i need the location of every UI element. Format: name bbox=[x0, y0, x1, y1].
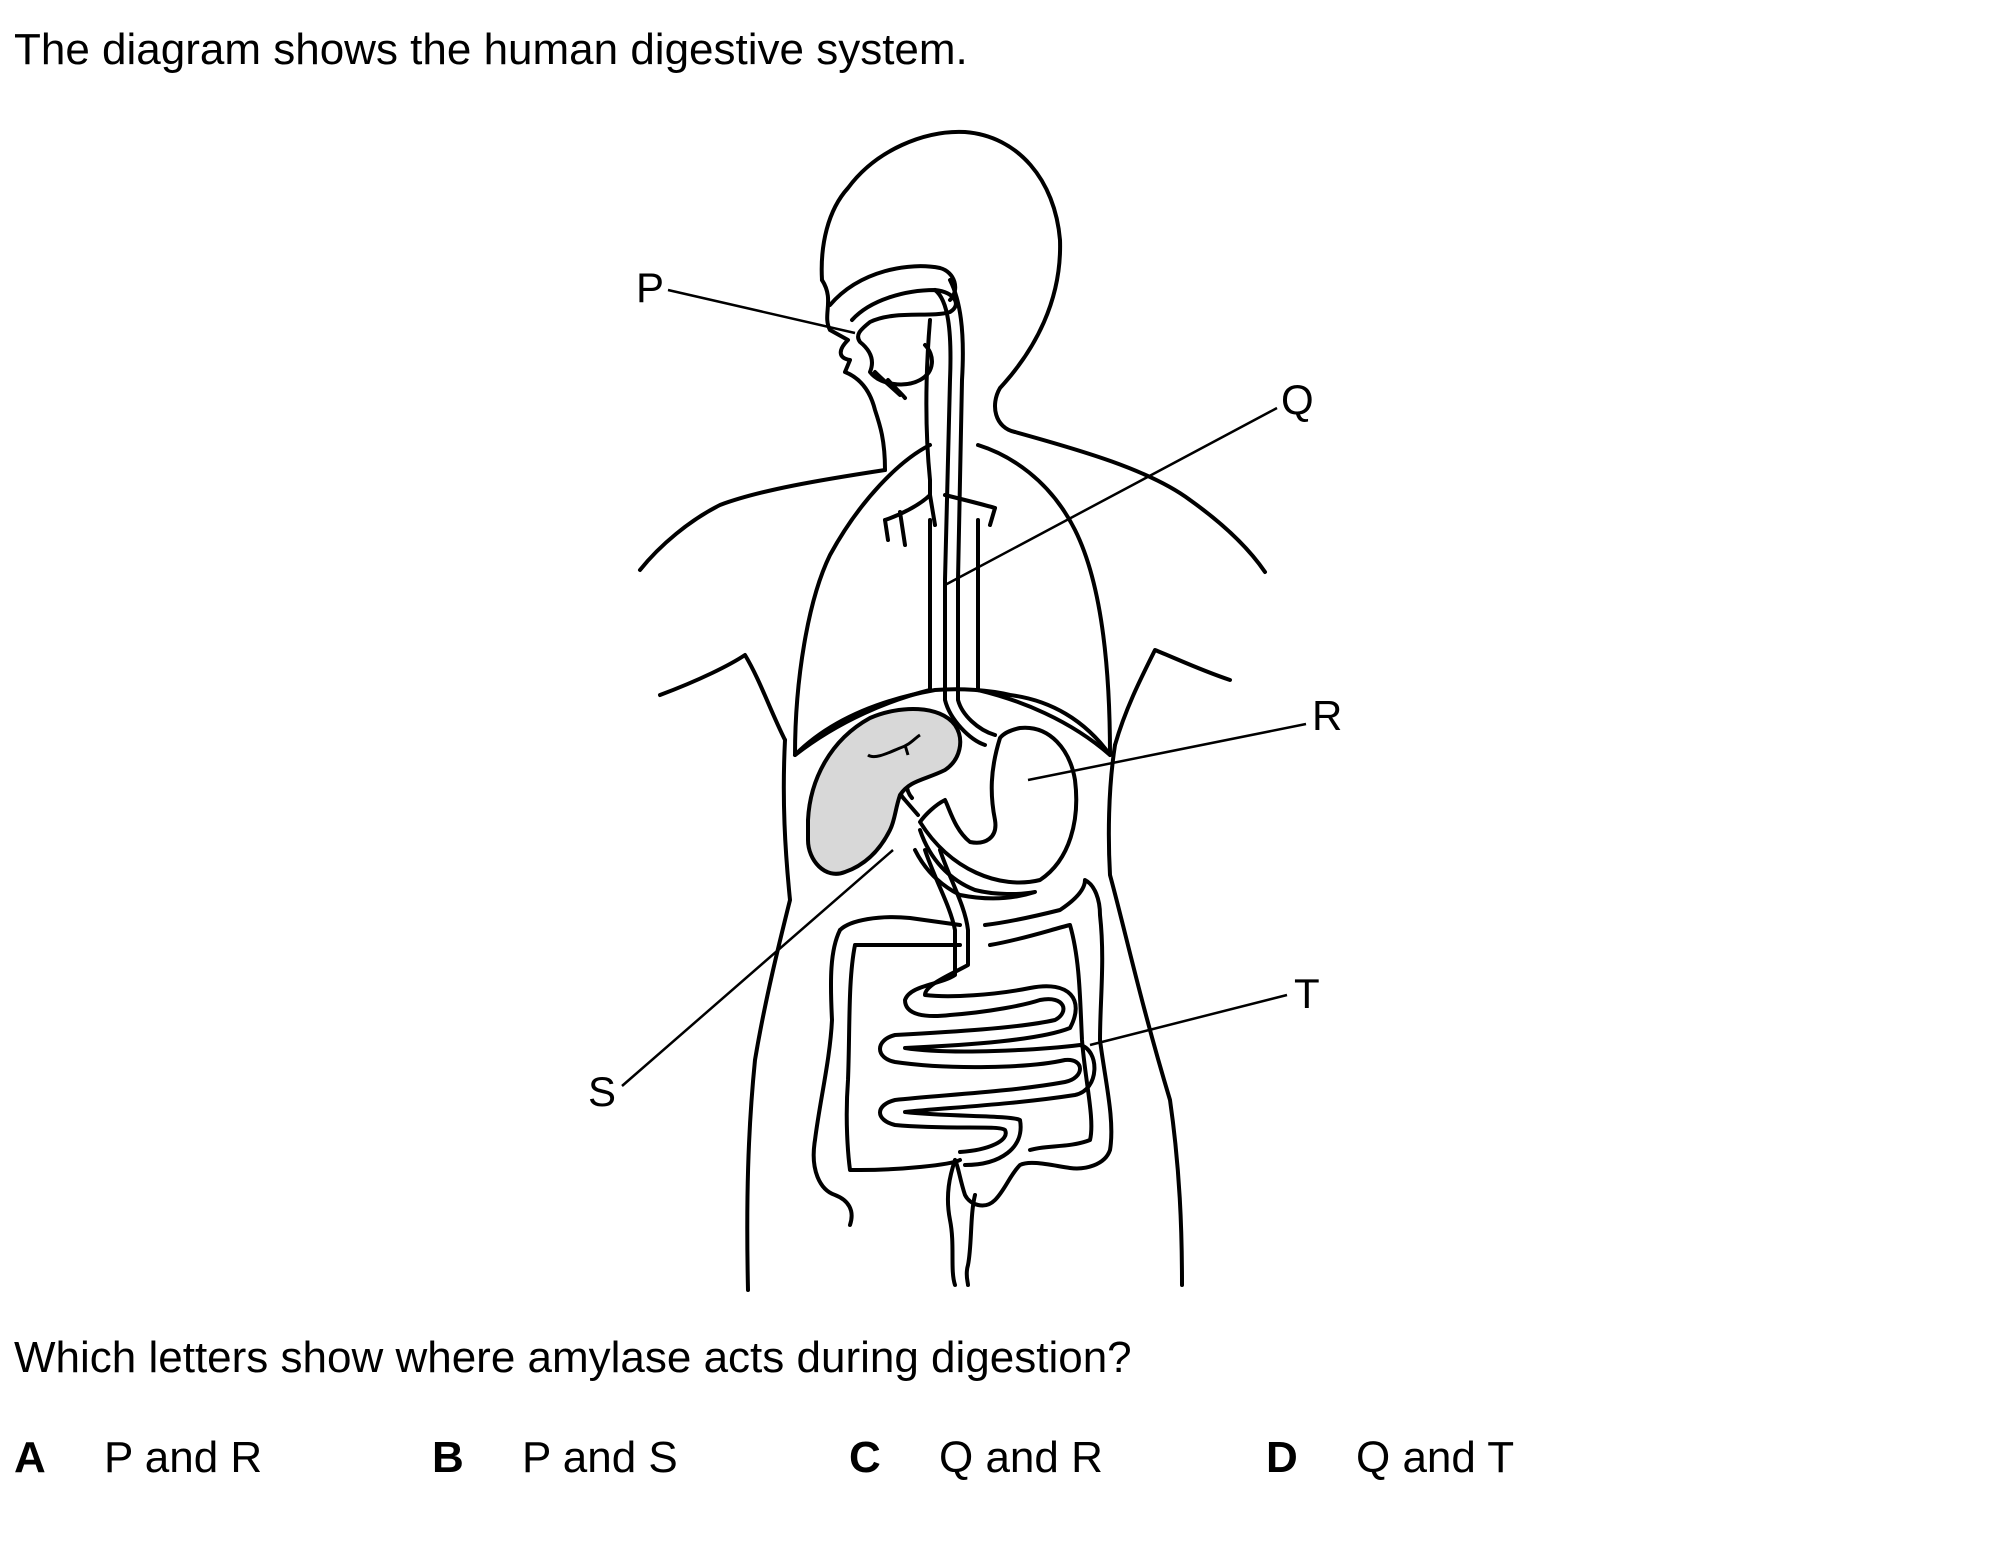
large-intestine-left bbox=[811, 928, 854, 1227]
option-d-letter: D bbox=[1266, 1433, 1298, 1482]
option-d-text: Q and T bbox=[1356, 1433, 1515, 1482]
option-c[interactable]: C Q and R bbox=[849, 1430, 1103, 1486]
arm-left bbox=[658, 653, 787, 742]
diaphragm bbox=[793, 687, 1112, 757]
mouth-cavity bbox=[850, 288, 958, 387]
trachea bbox=[883, 318, 997, 527]
large-intestine bbox=[838, 878, 1114, 1208]
label-s: S bbox=[588, 1068, 616, 1115]
shoulder-left bbox=[638, 468, 887, 572]
leader-line-r bbox=[1027, 722, 1307, 782]
liver bbox=[806, 707, 963, 876]
face-profile bbox=[820, 278, 887, 472]
label-p: P bbox=[636, 264, 664, 311]
arm-right bbox=[1113, 648, 1232, 747]
oesophagus-inner bbox=[948, 278, 997, 737]
torso-left bbox=[745, 738, 792, 1292]
option-a-text: P and R bbox=[104, 1433, 263, 1482]
torso-right bbox=[1106, 743, 1184, 1287]
leader-line-t bbox=[1089, 993, 1288, 1047]
small-intestine-inner bbox=[903, 848, 1097, 1167]
intro-text: The diagram shows the human digestive sy… bbox=[14, 25, 968, 74]
head-outline bbox=[819, 129, 1063, 434]
leader-line-q bbox=[944, 406, 1278, 587]
nasal-passage bbox=[828, 264, 958, 307]
lung-right bbox=[976, 443, 1112, 757]
gallbladder-duct bbox=[867, 733, 921, 759]
bronchi bbox=[883, 506, 997, 547]
oesophagus bbox=[933, 288, 987, 747]
option-c-text: Q and R bbox=[939, 1433, 1103, 1482]
rectum bbox=[945, 1158, 977, 1287]
option-d[interactable]: D Q and T bbox=[1266, 1430, 1514, 1486]
option-b[interactable]: B P and S bbox=[432, 1430, 678, 1486]
option-b-letter: B bbox=[432, 1433, 464, 1482]
label-t: T bbox=[1294, 970, 1320, 1017]
large-intestine-inner bbox=[844, 923, 1094, 1172]
option-b-text: P and S bbox=[522, 1433, 678, 1482]
tongue bbox=[873, 370, 907, 400]
lung-left bbox=[793, 443, 932, 757]
label-r: R bbox=[1312, 692, 1342, 739]
option-c-letter: C bbox=[849, 1433, 881, 1482]
shoulder-right bbox=[1013, 430, 1267, 574]
leader-line-p bbox=[667, 288, 856, 335]
question-text: Which letters show where amylase acts du… bbox=[14, 1333, 1132, 1382]
small-intestine bbox=[878, 848, 1082, 1154]
option-a-letter: A bbox=[14, 1433, 46, 1482]
stomach bbox=[918, 725, 1079, 885]
option-a[interactable]: A P and R bbox=[14, 1430, 262, 1486]
leader-line-s bbox=[621, 849, 894, 1087]
label-q: Q bbox=[1281, 376, 1314, 423]
